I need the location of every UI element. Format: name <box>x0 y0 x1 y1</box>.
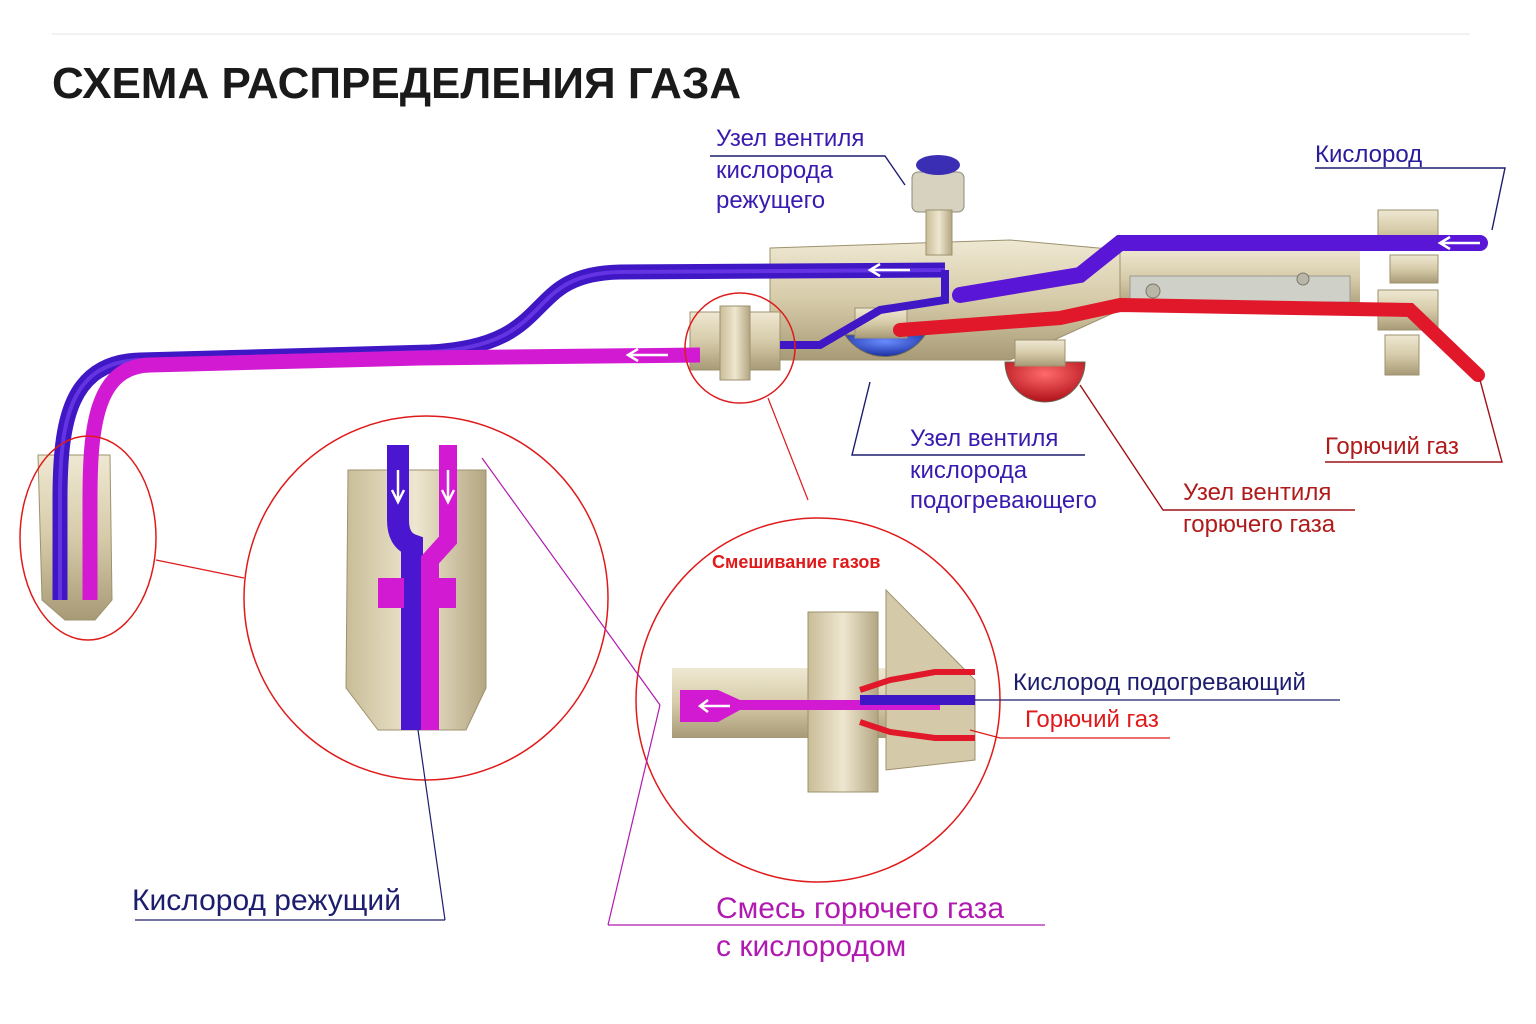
mixing-fuel-label: Горючий газ <box>1025 706 1159 733</box>
preheat-oxygen-line <box>780 270 949 349</box>
mixer-detail-mix-channel <box>680 690 940 722</box>
oxygen-inlet-leader <box>1315 167 1506 231</box>
cutting-valve-label-1: Узел вентиля <box>716 125 864 152</box>
fuel-valve-leader <box>1079 384 1355 511</box>
mixer-detail-fuel-channel <box>859 669 975 741</box>
down-arrow-icon <box>440 470 456 505</box>
head-zoom-connector <box>155 559 245 579</box>
label-leaders <box>710 155 1506 511</box>
preheat-valve-label-1: Узел вентиля <box>910 425 1058 452</box>
handle-screw <box>1296 272 1310 286</box>
mixture-leader <box>607 704 661 926</box>
preheat-valve-label-3: подогревающего <box>910 487 1097 514</box>
mixer-zoom-ring <box>684 292 796 404</box>
head-mix-chamber <box>378 578 404 608</box>
handle-screw <box>1145 283 1161 299</box>
head-mix-chamber <box>430 578 456 608</box>
cutting-valve-cap <box>911 171 965 213</box>
mixer-zoom-connector <box>767 397 809 501</box>
fuel-inlet-nut <box>1384 334 1420 376</box>
cutting-valve-label-3: режущего <box>716 187 825 214</box>
flow-arrow-icon <box>1437 235 1480 251</box>
fuel-inlet-label: Горючий газ <box>1325 433 1459 460</box>
down-arrow-icon <box>390 470 406 505</box>
oxygen-inlet-nut <box>1389 254 1439 284</box>
mixer-nut <box>719 305 751 381</box>
flow-arrow-icon <box>625 347 668 363</box>
handle-plate <box>1129 275 1351 303</box>
zoom-callouts <box>19 292 1001 883</box>
cutting-oxygen-label: Кислород режущий <box>132 884 401 917</box>
preheat-valve-label-2: кислорода <box>910 457 1028 484</box>
mixture-leader <box>481 457 661 706</box>
head-detail <box>135 445 1045 926</box>
cutting-valve-label-2: кислорода <box>716 157 834 184</box>
mixture-label-2: с кислородом <box>716 930 906 963</box>
cutting-valve-stem <box>925 209 953 256</box>
labels: Узел вентиля кислорода режущего Кислород… <box>132 125 1459 963</box>
mixing-title: Смешивание газов <box>712 552 880 572</box>
preheat-valve-leader <box>851 381 1085 456</box>
head-zoom-ring <box>19 435 157 641</box>
fuel-valve-knob-icon <box>1004 361 1086 403</box>
mixture-label-1: Смесь горючего газа <box>716 892 1004 925</box>
mixture-tube <box>82 347 701 600</box>
torch-head-nozzle <box>37 454 113 621</box>
flow-arrow-icon <box>697 699 730 713</box>
gas-lines <box>52 235 1488 600</box>
oxygen-supply-line <box>952 235 1488 303</box>
mixing-detail <box>672 588 1340 793</box>
preheat-valve-knob-icon <box>844 334 926 357</box>
fuel-valve-label-2: горючего газа <box>1183 511 1336 538</box>
fuel-inlet-leader <box>1325 379 1503 463</box>
cutting-oxygen-leader <box>417 729 446 921</box>
flow-arrow-icon <box>867 262 910 278</box>
cutting-valve-leader <box>710 155 906 186</box>
page-title: СХЕМА РАСПРЕДЕЛЕНИЯ ГАЗА <box>52 59 741 108</box>
head-cutting-channel <box>387 445 423 730</box>
oxygen-inlet-label: Кислород <box>1315 141 1422 168</box>
preheat-oxygen-label: Кислород подогревающий <box>1013 669 1306 696</box>
fuel-valve-body <box>1014 339 1066 367</box>
cutting-valve-knob-icon <box>916 155 960 175</box>
fuel-valve-label-1: Узел вентиля <box>1183 479 1331 506</box>
fuel-supply-line <box>893 297 1485 382</box>
mixing-fuel-leader <box>969 729 1170 739</box>
